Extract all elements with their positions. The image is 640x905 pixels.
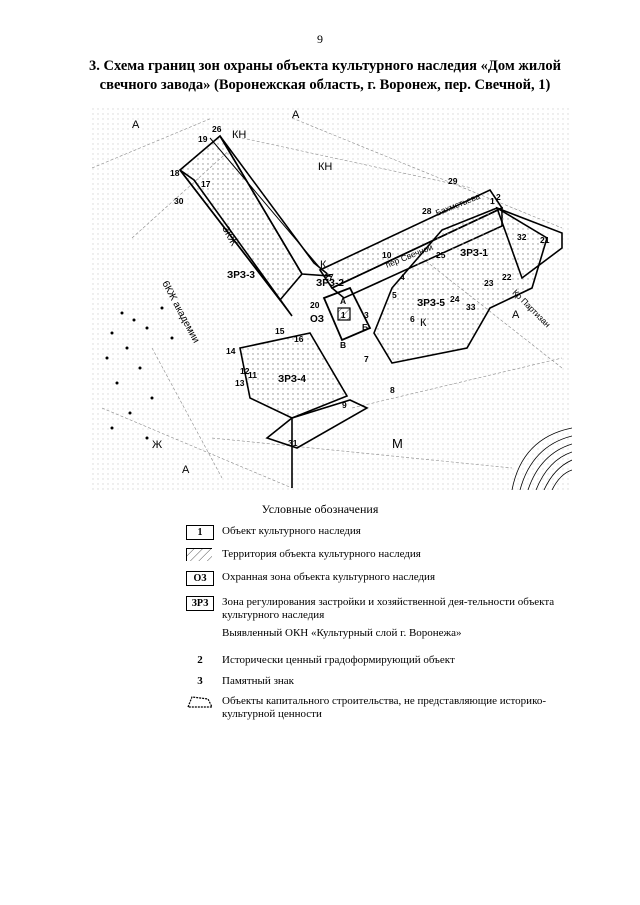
- legend-symbol-memorial: 3: [197, 675, 203, 687]
- okn-object: [337, 307, 351, 321]
- point-15: 15: [275, 326, 285, 336]
- legend-symbol-zrz: ЗРЗ: [186, 596, 214, 611]
- point-4: 4: [400, 272, 405, 282]
- contour-lines: [511, 427, 572, 490]
- point-6: 6: [410, 314, 415, 324]
- building-outline-icon: [187, 696, 212, 708]
- point-26: 26: [212, 124, 222, 134]
- point-33: 33: [466, 302, 476, 312]
- point-18: 18: [170, 168, 180, 178]
- legend-text: Охранная зона объекта культурного наслед…: [222, 571, 436, 583]
- legend-text: Исторически ценный градоформирующий объе…: [222, 654, 455, 666]
- point-21: 21: [540, 235, 550, 245]
- point-32: 32: [517, 232, 527, 242]
- point-5: 5: [392, 290, 397, 300]
- point-31: 31: [288, 438, 298, 448]
- label-m: М: [392, 436, 403, 451]
- title-line-1: 3. Схема границ зон охраны объекта культ…: [89, 58, 561, 74]
- zone-boundary-map: ЗРЗ-2 ЗРЗ-3 ЗРЗ-4 ЗРЗ-5 ЗРЗ-1 ОЗ 1 1 2 3…: [92, 108, 572, 490]
- point-23: 23: [484, 278, 494, 288]
- label-kn-1: КН: [232, 129, 246, 141]
- legend-text: Зона регулирования застройки и хозяйстве…: [222, 596, 555, 621]
- point-24: 24: [450, 294, 460, 304]
- label-k-2: К: [320, 259, 327, 271]
- legend-symbol-oz: ОЗ: [186, 571, 214, 586]
- point-19: 19: [198, 134, 208, 144]
- label-a-1: А: [132, 119, 140, 131]
- title-line-2: свечного завода» (Воронежская область, г…: [99, 77, 551, 93]
- legend-symbol-historic: 2: [197, 654, 203, 666]
- label-zrz5: ЗРЗ-5: [417, 298, 445, 309]
- point-14: 14: [226, 346, 236, 356]
- legend-text: Территория объекта культурного наследия: [222, 548, 421, 560]
- point-28: 28: [422, 206, 432, 216]
- label-zh: Ж: [152, 439, 162, 451]
- page-title: 3. Схема границ зон охраны объекта культ…: [80, 57, 570, 95]
- point-25: 25: [436, 250, 446, 260]
- label-zrz3: ЗРЗ-3: [227, 270, 255, 281]
- point-27: 27: [324, 272, 334, 282]
- point-20: 20: [310, 300, 320, 310]
- legend-text: Памятный знак: [222, 675, 295, 687]
- label-kn-2: КН: [318, 161, 332, 173]
- label-a-3: А: [512, 309, 520, 321]
- point-17: 17: [201, 179, 211, 189]
- label-k-1: К: [420, 317, 427, 329]
- point-9: 9: [342, 400, 347, 410]
- legend-symbol-okn: 1: [186, 525, 214, 540]
- label-okn: 1: [341, 311, 346, 320]
- legend-heading: Условные обозначения: [261, 502, 379, 516]
- point-3: 3: [364, 310, 369, 320]
- point-29: 29: [448, 176, 458, 186]
- point-22: 22: [502, 272, 512, 282]
- zone-zrz5: [373, 206, 563, 364]
- point-7: 7: [364, 354, 369, 364]
- point-10: 10: [382, 250, 392, 260]
- page-number: 9: [317, 32, 323, 46]
- point-11: 11: [248, 370, 257, 380]
- marker-dots: [105, 306, 174, 440]
- label-zrz1: ЗРЗ-1: [460, 248, 488, 259]
- point-12: 12: [240, 366, 250, 376]
- legend-text: Выявленный ОКН «Культурный слой г. Ворон…: [222, 627, 462, 639]
- point-30: 30: [174, 196, 184, 206]
- marker-a: А: [340, 296, 346, 306]
- point-8: 8: [390, 385, 395, 395]
- label-oz: ОЗ: [310, 314, 324, 325]
- marker-b: Б: [362, 322, 368, 332]
- point-13: 13: [235, 378, 245, 388]
- hatch-icon: [186, 548, 212, 561]
- label-zrz2: ЗРЗ-2: [316, 278, 344, 289]
- zone-zrz4: [239, 332, 369, 488]
- point-1: 1: [490, 196, 495, 206]
- marker-v: В: [340, 340, 346, 350]
- protection-zone-oz: [322, 286, 372, 342]
- label-a-4: А: [182, 464, 190, 476]
- legend-text: Объект культурного наследия: [222, 525, 361, 537]
- point-2: 2: [496, 192, 501, 202]
- label-zrz4: ЗРЗ-4: [278, 374, 306, 385]
- legend-text: Объекты капитального строительства, не п…: [222, 695, 547, 720]
- label-a-2: А: [292, 109, 300, 121]
- point-16: 16: [294, 334, 304, 344]
